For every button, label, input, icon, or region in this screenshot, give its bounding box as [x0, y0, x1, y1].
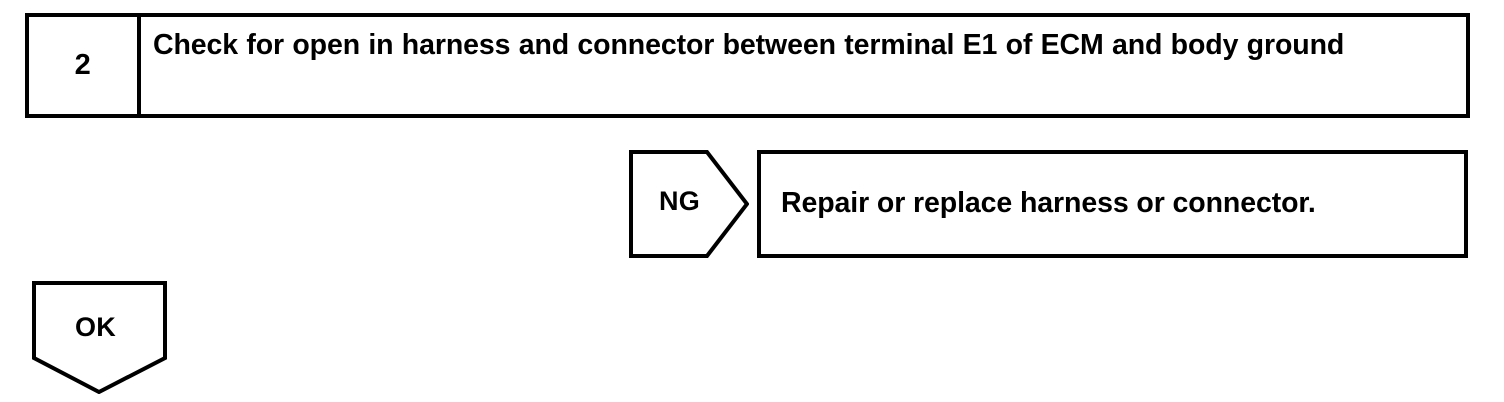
step-number: 2	[74, 49, 92, 81]
ng-branch-arrow: NG	[629, 150, 749, 258]
step-instruction-text: Check for open in harness and connector …	[153, 29, 1345, 61]
step-row: 2 Check for open in harness and connecto…	[25, 13, 1470, 118]
ok-branch-arrow: OK	[32, 281, 167, 394]
step-instruction-cell: Check for open in harness and connector …	[141, 17, 1466, 114]
ok-branch-label: OK	[75, 312, 117, 342]
step-number-cell: 2	[29, 17, 141, 114]
ng-arrow-icon	[629, 150, 749, 258]
ok-arrow-icon	[32, 281, 167, 394]
ng-result-box: Repair or replace harness or connector.	[757, 150, 1468, 258]
ng-result-text: Repair or replace harness or connector.	[781, 187, 1316, 220]
ng-branch-label: NG	[659, 186, 701, 216]
